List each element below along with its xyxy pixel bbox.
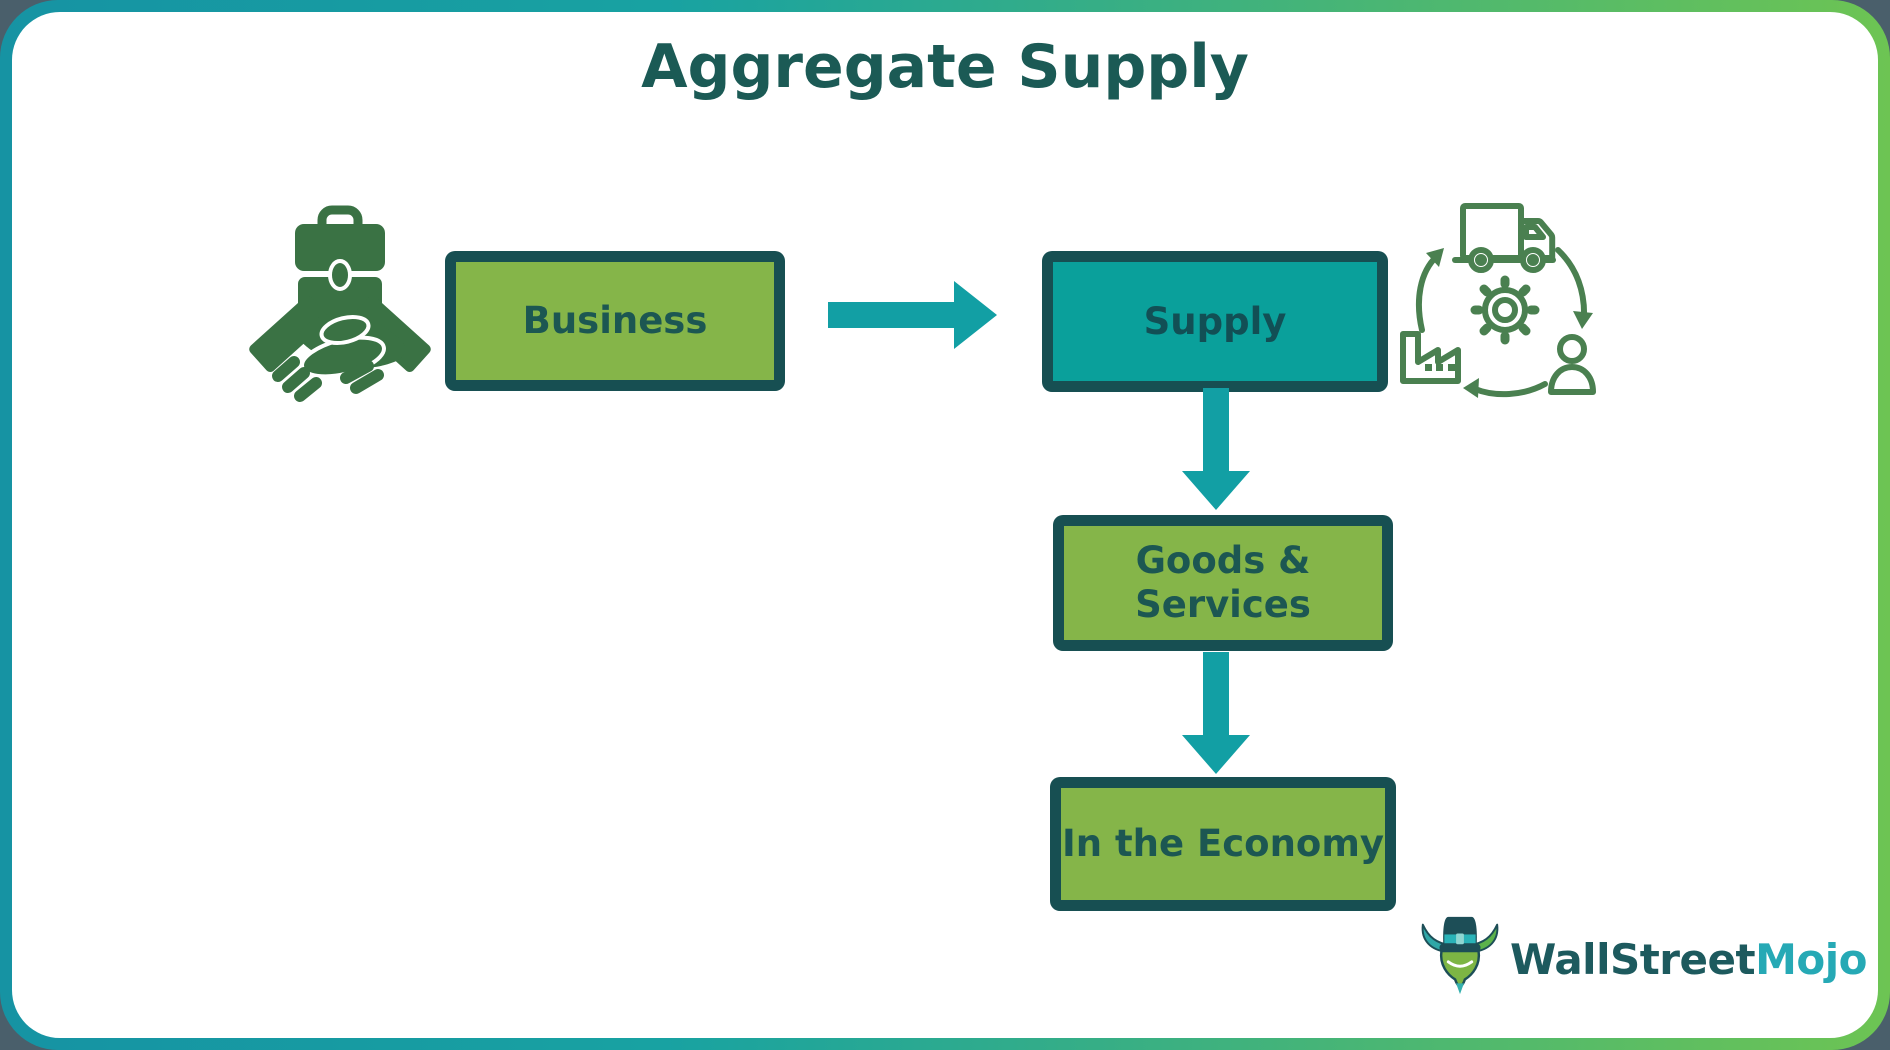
- right-arrow: [828, 281, 997, 349]
- node-goods-services: Goods & Services: [1053, 515, 1393, 651]
- node-goods-services-label: Goods & Services: [1135, 539, 1311, 626]
- logo-wordmark: WallStreetMojo: [1510, 934, 1867, 984]
- truck-icon: [1452, 203, 1556, 273]
- node-economy: In the Economy: [1050, 777, 1396, 911]
- cycle-arrows: [1415, 247, 1588, 398]
- node-supply: Supply: [1042, 251, 1388, 392]
- wallstreetmojo-logo: WallStreetMojo: [1416, 910, 1867, 998]
- cycle-arrowheads: [1426, 248, 1593, 398]
- supply-chain-cycle-icon: [1400, 203, 1596, 398]
- factory-icon: [1400, 331, 1461, 384]
- node-supply-label: Supply: [1143, 299, 1287, 343]
- node-business: Business: [445, 251, 785, 391]
- down-arrow-2: [1182, 652, 1250, 774]
- node-economy-label: In the Economy: [1061, 822, 1385, 866]
- bull-mascot-icon: [1421, 916, 1499, 995]
- node-business-label: Business: [522, 299, 708, 343]
- gear-icon: [1470, 275, 1540, 345]
- page-title: Aggregate Supply: [641, 32, 1249, 102]
- person-icon: [1548, 334, 1596, 395]
- diagram-card: [12, 12, 1878, 1038]
- handshake-briefcase-icon: [249, 205, 431, 402]
- down-arrow-1: [1182, 388, 1250, 510]
